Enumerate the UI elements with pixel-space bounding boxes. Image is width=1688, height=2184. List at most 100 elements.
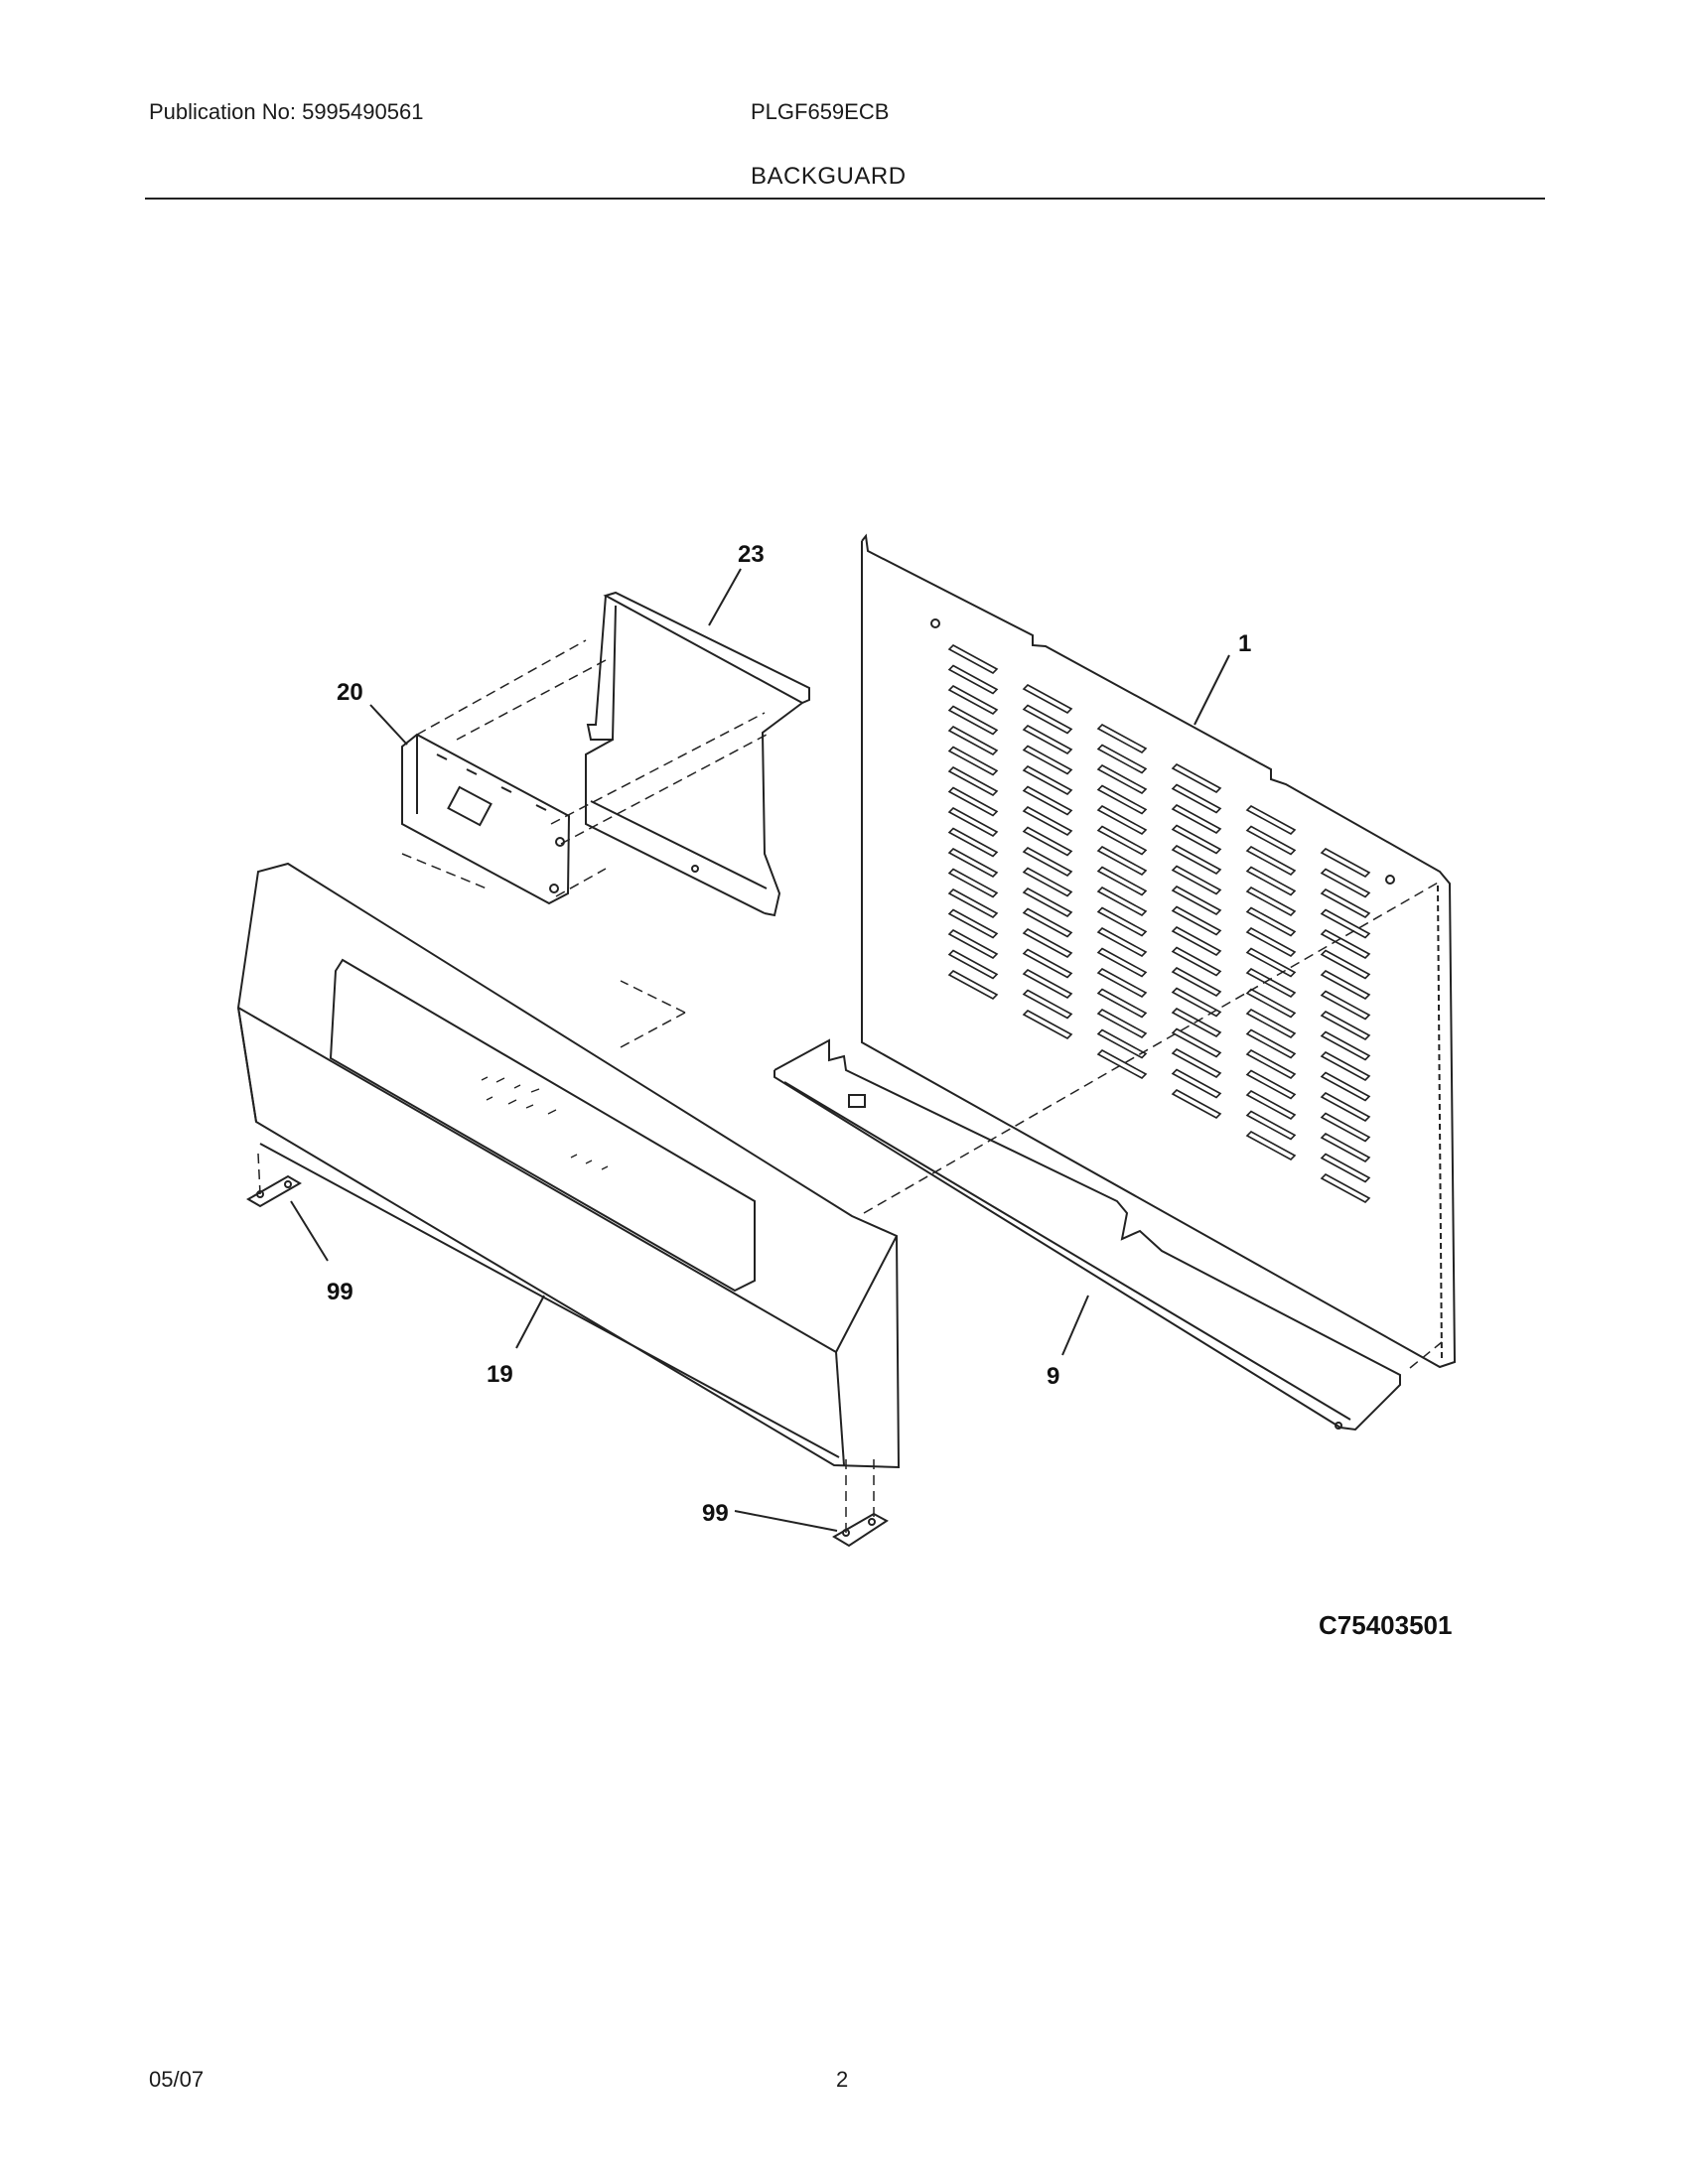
louver-slot	[1022, 969, 1073, 999]
louver-slot	[1096, 724, 1148, 753]
louver-slot	[1096, 968, 1148, 998]
callout-20: 20	[337, 679, 363, 706]
louver-slot	[947, 664, 999, 695]
mount-bracket-part-99-left	[246, 1174, 302, 1208]
callout-23: 23	[738, 541, 765, 568]
louver-slot	[1320, 949, 1371, 980]
louver-slot	[1320, 990, 1371, 1021]
assembly-guide-lines	[257, 639, 1443, 1534]
control-panel-part-19	[236, 862, 901, 1469]
louver-slot	[1171, 1027, 1222, 1058]
louver-slot	[947, 726, 999, 755]
louver-slot	[1096, 1049, 1148, 1079]
louver-slot	[1320, 1030, 1371, 1061]
louver-slot	[1096, 887, 1148, 916]
louver-slot	[1171, 824, 1222, 855]
rear-panel-part-1	[861, 533, 1457, 1369]
oven-control-part-20	[401, 733, 571, 905]
louver-slot	[947, 848, 999, 878]
louver-slot	[1320, 1071, 1371, 1102]
louver-slot	[1022, 684, 1073, 714]
louver-slot	[1096, 784, 1148, 815]
louver-slot	[947, 766, 999, 796]
lower-trim-part-9	[774, 1038, 1401, 1432]
callout-99-bottom: 99	[702, 1500, 729, 1527]
louver-slot	[1096, 805, 1148, 835]
louver-slot	[947, 908, 999, 939]
louver-slot	[1171, 946, 1222, 977]
louver-slot	[1022, 989, 1073, 1020]
louver-slot	[947, 970, 999, 1000]
louver-slot	[1171, 1068, 1222, 1099]
louver-slot	[1245, 906, 1297, 937]
louver-slot	[1022, 887, 1073, 917]
louver-slot	[1245, 1009, 1297, 1038]
publication-number: Publication No: 5995490561	[149, 99, 424, 124]
louver-slot	[1022, 948, 1073, 979]
mount-bracket-part-99-bottom	[832, 1512, 889, 1548]
louver-slot	[1171, 967, 1222, 997]
louver-slot	[1245, 1028, 1297, 1059]
louver-slot	[947, 807, 999, 837]
louver-slot	[1245, 887, 1297, 916]
louver-slot	[1096, 846, 1148, 876]
louver-slot	[1245, 1049, 1297, 1079]
louver-slot	[1022, 785, 1073, 816]
louver-slot	[1320, 1092, 1371, 1122]
louver-slot	[1320, 848, 1371, 878]
louver-slot	[1171, 1089, 1222, 1119]
callout-9: 9	[1047, 1363, 1059, 1390]
louver-slot	[1171, 845, 1222, 875]
louver-slot	[1096, 866, 1148, 896]
louver-slot	[1320, 888, 1371, 918]
louver-slot	[1096, 927, 1148, 957]
louver-slot	[1171, 783, 1222, 814]
louver-slot	[1022, 847, 1073, 877]
louver-slot	[947, 827, 999, 858]
model-number: PLGF659ECB	[751, 99, 890, 124]
louver-slot	[1022, 1010, 1073, 1039]
louver-slot	[1320, 868, 1371, 898]
louver-slot	[1245, 805, 1297, 835]
louver-slot	[1245, 947, 1297, 978]
louver-slot	[1171, 1048, 1222, 1078]
louver-slot	[1245, 866, 1297, 896]
louver-slot	[1245, 1069, 1297, 1100]
louver-slot	[947, 868, 999, 898]
louver-slot	[1171, 987, 1222, 1018]
louver-slot	[1245, 988, 1297, 1019]
louver-slot	[1245, 825, 1297, 856]
louver-slot	[947, 685, 999, 715]
bracket-part-23	[585, 591, 810, 917]
louver-slot	[1096, 1009, 1148, 1038]
louver-slot	[947, 705, 999, 736]
louver-slot	[1022, 765, 1073, 795]
louver-slot	[1171, 1008, 1222, 1037]
callout-1: 1	[1238, 630, 1251, 657]
louver-slot	[1320, 1153, 1371, 1183]
page-number: 2	[836, 2067, 849, 2092]
figure-id: C75403501	[1319, 1610, 1452, 1640]
publication-date: 05/07	[149, 2067, 205, 2092]
louver-slot	[1096, 988, 1148, 1019]
louver-slot	[1171, 804, 1222, 834]
louver-slot	[1171, 886, 1222, 915]
louver-slot	[1320, 1173, 1371, 1203]
louver-slot	[1245, 846, 1297, 876]
louver-slot	[1171, 926, 1222, 956]
louver-slot	[1245, 1131, 1297, 1160]
louver-slot	[1096, 764, 1148, 794]
louver-slot	[1022, 745, 1073, 775]
header-rule	[145, 198, 1545, 200]
louver-slot	[947, 888, 999, 918]
callout-19: 19	[487, 1361, 513, 1388]
louver-slot	[947, 786, 999, 817]
louver-slot	[1320, 970, 1371, 1000]
louver-slot	[1022, 907, 1073, 938]
callout-99-left: 99	[327, 1279, 353, 1305]
louver-slot	[947, 644, 999, 674]
louver-slot	[1022, 725, 1073, 754]
louver-slot	[947, 929, 999, 959]
louver-slot	[1022, 867, 1073, 897]
